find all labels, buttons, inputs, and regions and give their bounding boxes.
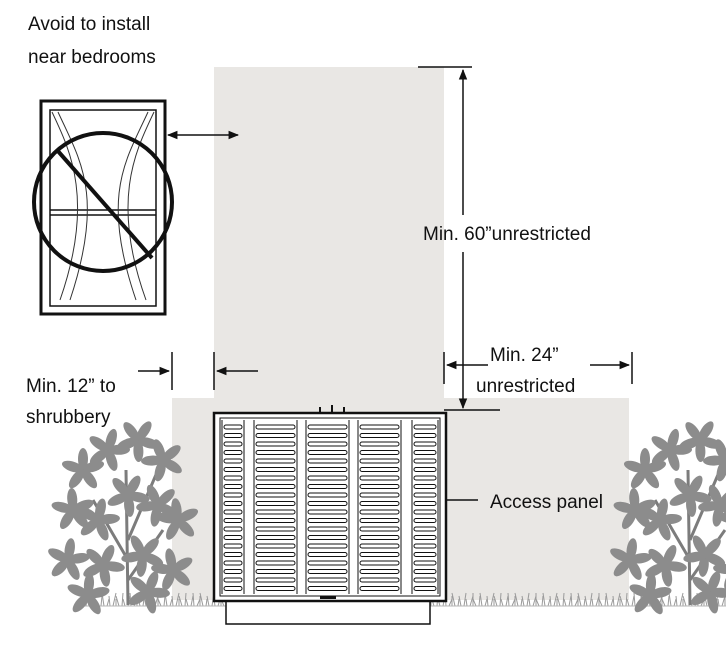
shrub-icon [610,421,726,615]
right-clearance-zone [444,398,629,600]
min24-label-line1: Min. 24” [490,345,559,366]
bedroom-window-icon [39,99,167,316]
min24-label-line2: unrestricted [476,376,575,397]
avoid-label-line1: Avoid to install [28,14,150,35]
shrub-icon [48,421,199,615]
min12-label-line2: shrubbery [26,407,111,428]
access-panel-label: Access panel [490,492,603,513]
no-symbol-icon [32,131,174,273]
avoid-label-line2: near bedrooms [28,47,156,68]
min60-label: Min. 60”unrestricted [423,224,591,245]
min12-label-line1: Min. 12” to [26,376,116,397]
top-clearance-zone [214,67,444,415]
condenser-unit-icon [212,405,448,625]
